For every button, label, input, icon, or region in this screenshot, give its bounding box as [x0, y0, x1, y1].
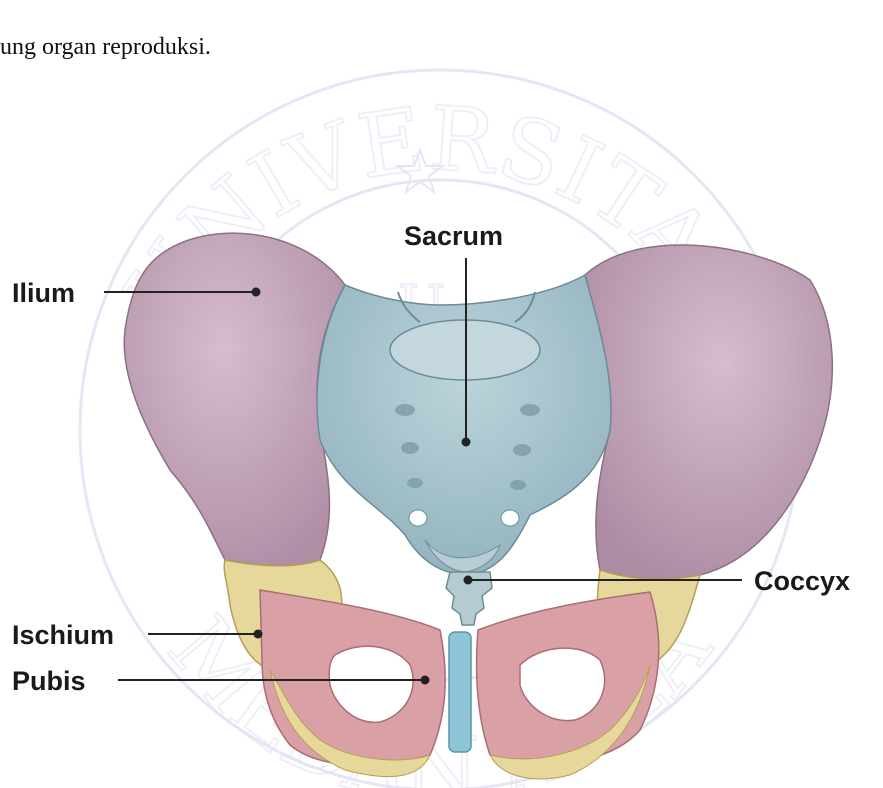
- ilium-left: [124, 233, 345, 566]
- label-pubis: Pubis: [12, 666, 86, 696]
- label-sacrum: Sacrum: [404, 221, 503, 251]
- label-ilium: Ilium: [12, 278, 75, 308]
- label-coccyx: Coccyx: [754, 566, 850, 596]
- label-ischium: Ischium: [12, 620, 114, 650]
- pubic-symphysis: [449, 632, 471, 752]
- ilium-right: [585, 245, 832, 579]
